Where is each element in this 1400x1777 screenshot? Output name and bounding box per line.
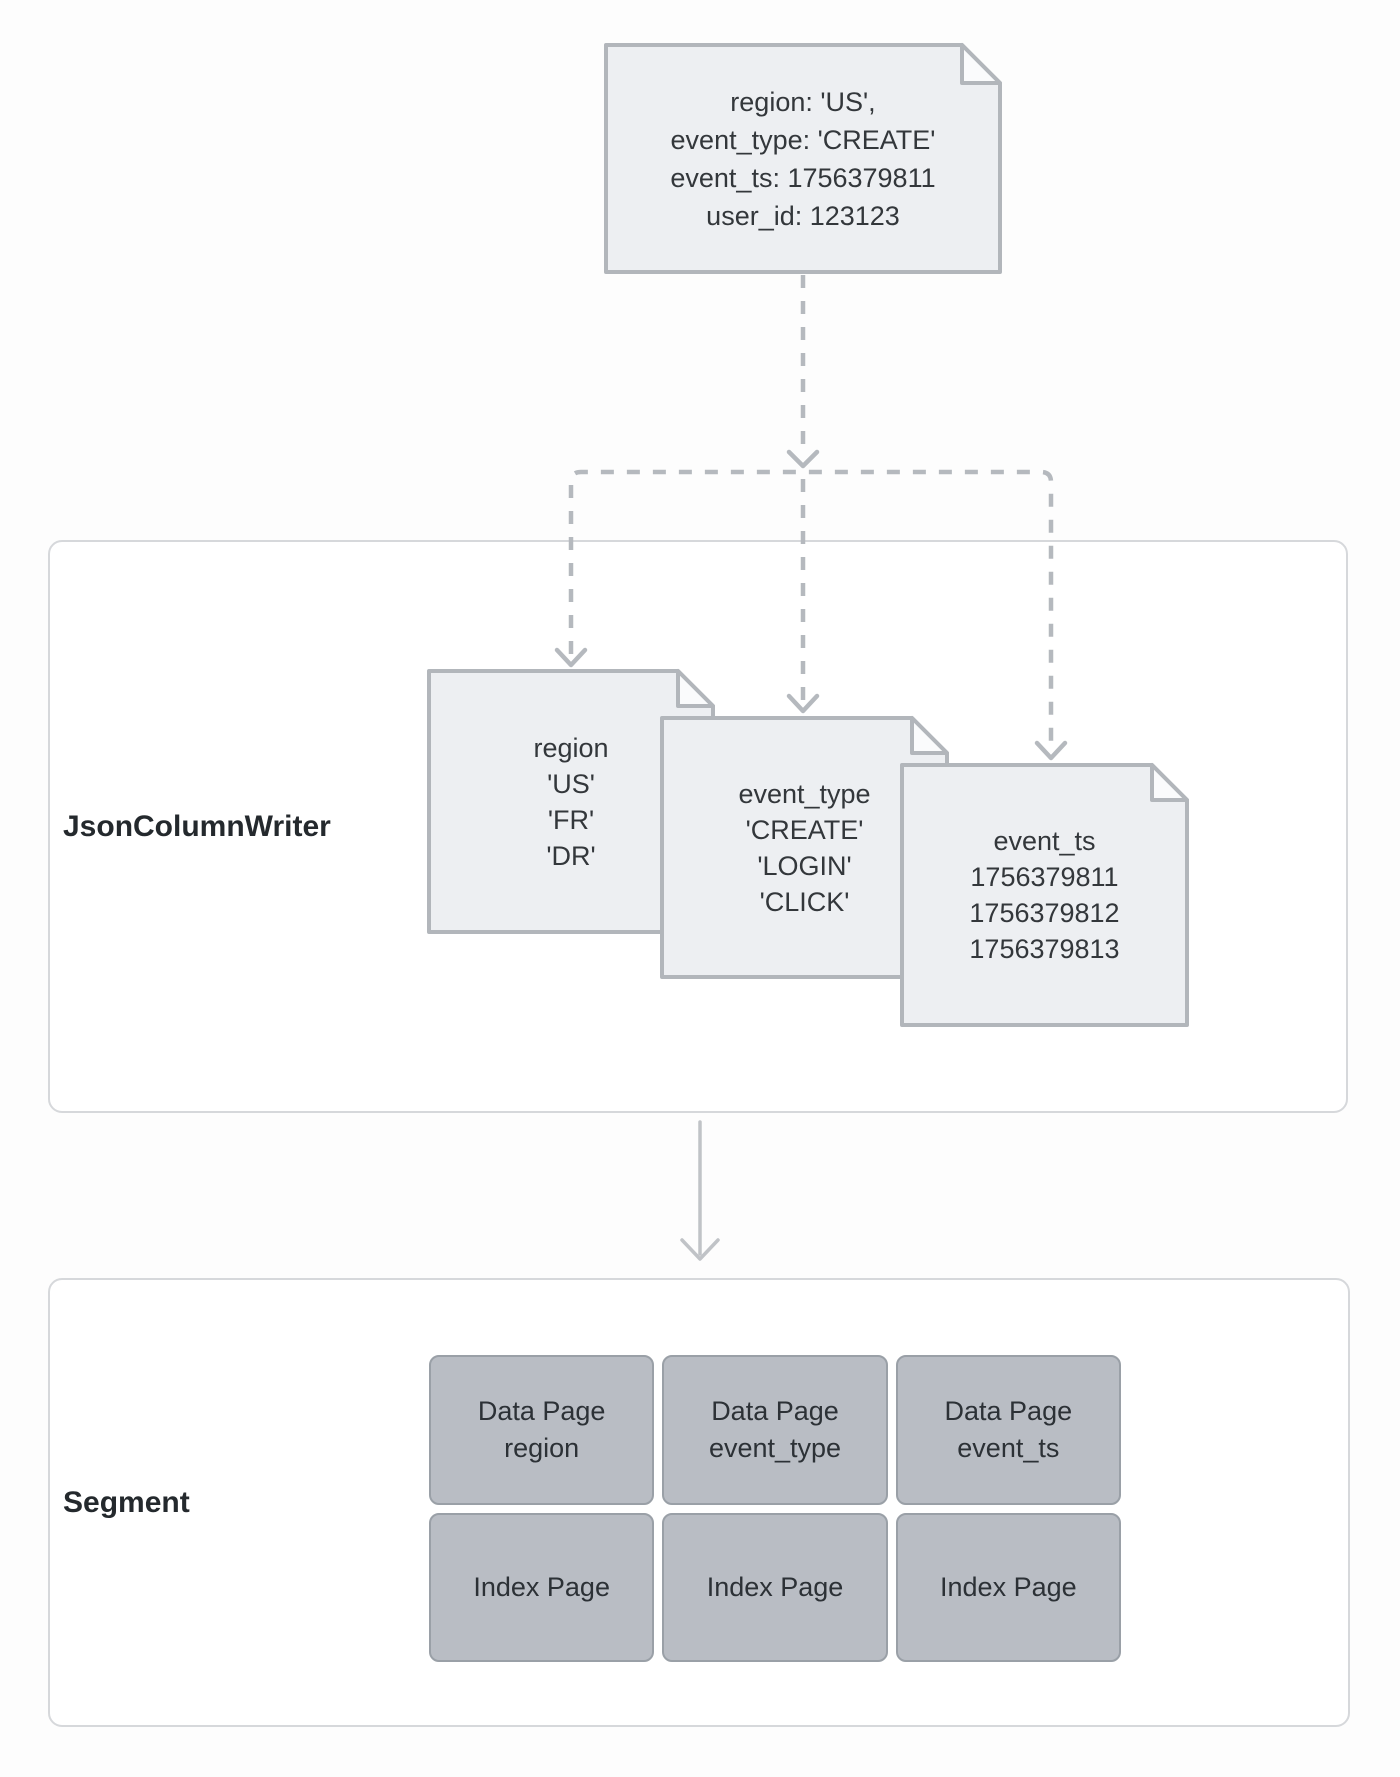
data-page-region-card: Data Page region xyxy=(429,1355,655,1505)
card-line: Index Page xyxy=(473,1571,610,1602)
source-line: user_id: 123123 xyxy=(706,200,900,231)
column-value: 1756379813 xyxy=(969,934,1120,964)
column-value: 'LOGIN' xyxy=(757,850,852,881)
data-page-event-ts-card: Data Page event_ts xyxy=(895,1355,1121,1505)
card-line: region xyxy=(504,1432,580,1463)
column-value: 'CLICK' xyxy=(759,886,850,917)
card-line: event_ts xyxy=(957,1432,1060,1463)
card-line: Data Page xyxy=(477,1395,606,1426)
source-line: region: 'US', xyxy=(730,86,876,117)
column-value: 'CREATE' xyxy=(745,814,864,845)
column-title: event_ts xyxy=(993,826,1096,856)
column-value: 1756379812 xyxy=(969,898,1120,928)
source-line: event_ts: 1756379811 xyxy=(670,162,936,193)
index-page-card: Index Page xyxy=(895,1512,1121,1662)
event-ts-document-text: event_ts 1756379811 1756379812 175637981… xyxy=(902,765,1187,1025)
card-line: Index Page xyxy=(940,1571,1077,1602)
column-title: region xyxy=(533,732,609,763)
column-value: 'DR' xyxy=(546,840,596,871)
json-column-writer-label: JsonColumnWriter xyxy=(63,809,331,843)
column-value: 'FR' xyxy=(547,804,595,835)
segment-label: Segment xyxy=(63,1485,190,1519)
card-line: event_type xyxy=(708,1432,842,1463)
source-document-text: region: 'US', event_type: 'CREATE' event… xyxy=(606,45,1000,272)
segment-pages-grid: Data Page region Data Page event_type Da… xyxy=(429,1355,1121,1662)
column-value: 'US' xyxy=(547,768,595,799)
index-page-card: Index Page xyxy=(429,1512,655,1662)
data-page-event-type-card: Data Page event_type xyxy=(662,1355,888,1505)
arrowhead-junction-icon xyxy=(786,449,820,469)
column-title: event_type xyxy=(738,778,871,809)
card-line: Data Page xyxy=(711,1395,839,1426)
index-page-card: Index Page xyxy=(662,1512,888,1662)
source-line: event_type: 'CREATE' xyxy=(670,124,936,155)
card-line: Index Page xyxy=(706,1571,844,1602)
column-value: 1756379811 xyxy=(970,862,1119,892)
card-line: Data Page xyxy=(944,1395,1073,1426)
writer-to-segment-arrow xyxy=(680,1120,720,1261)
solid-arrowhead-icon xyxy=(680,1238,720,1261)
